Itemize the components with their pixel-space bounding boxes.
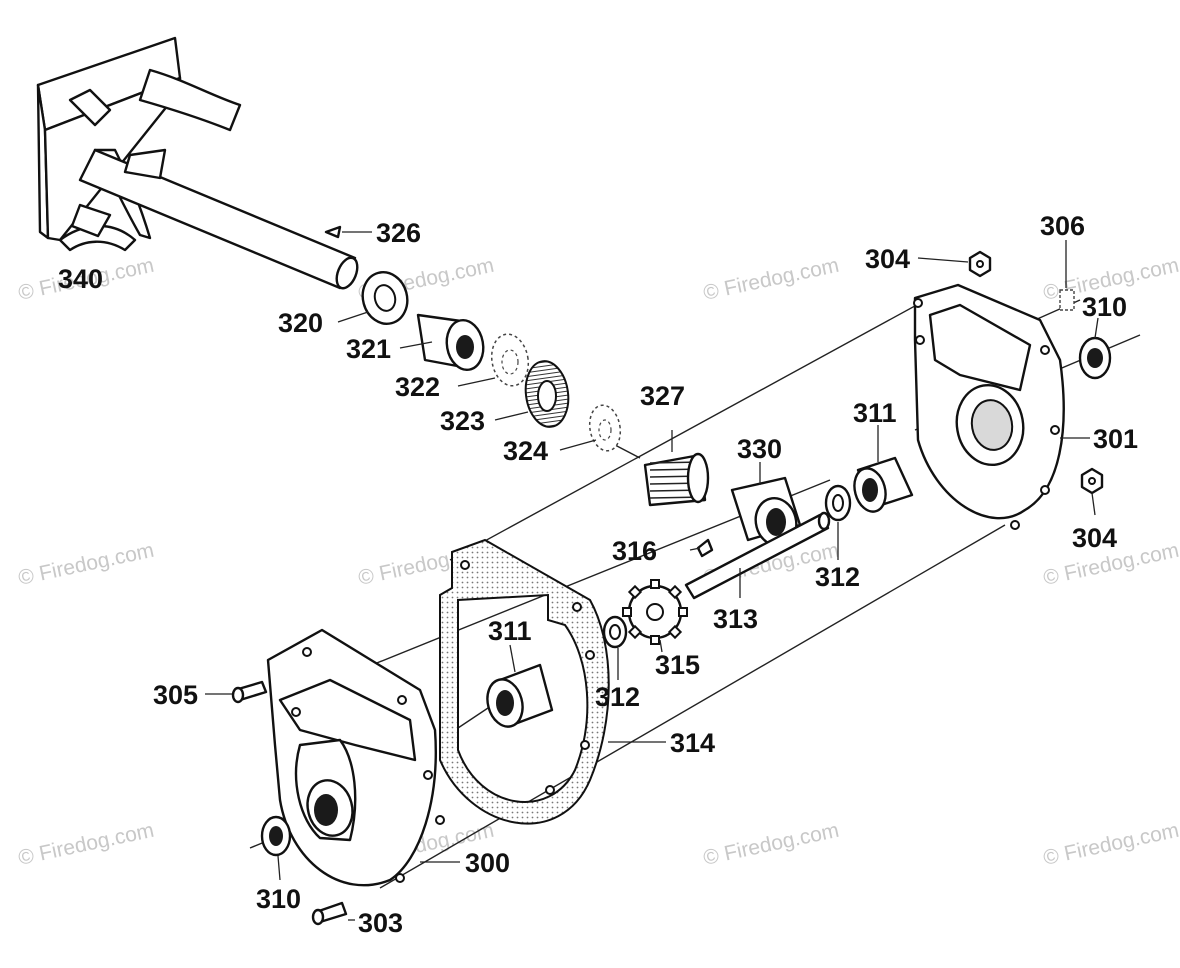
key-316	[696, 538, 714, 558]
watermark: © Firedog.com	[701, 819, 841, 870]
washer-312-right	[824, 484, 852, 522]
watermark: © Firedog.com	[16, 819, 156, 870]
seal-310-left	[260, 815, 292, 857]
leader-lines	[205, 231, 1099, 921]
callout-303: 303	[358, 908, 403, 938]
callout-305: 305	[153, 680, 198, 710]
callout-311-right: 311	[853, 398, 897, 428]
callout-300: 300	[465, 848, 510, 878]
callout-310-left: 310	[256, 884, 301, 914]
callout-304-bottom: 304	[1072, 523, 1117, 553]
callout-304-top: 304	[865, 244, 910, 274]
callout-327: 327	[640, 381, 685, 411]
callout-306: 306	[1040, 211, 1085, 241]
watermark: © Firedog.com	[701, 254, 841, 305]
bearing-323	[524, 360, 570, 428]
callout-340: 340	[58, 264, 103, 294]
callout-324: 324	[503, 436, 548, 466]
washer-322	[490, 333, 530, 387]
washer-312-left	[602, 615, 628, 649]
nut-304-top	[968, 250, 992, 278]
gasket-314	[439, 538, 610, 825]
pin-326	[324, 225, 342, 239]
watermark: © Firedog.com	[16, 539, 156, 590]
washer-320	[361, 271, 409, 325]
bolt-306	[1059, 289, 1075, 311]
callout-326: 326	[376, 218, 421, 248]
callout-310-right: 310	[1082, 292, 1127, 322]
screw-305	[231, 680, 268, 704]
gear-housing-301	[913, 283, 1065, 530]
nut-304-bottom	[1080, 467, 1104, 495]
callout-313: 313	[713, 604, 758, 634]
callout-323: 323	[440, 406, 485, 436]
callout-321: 321	[346, 334, 391, 364]
shaft-313	[684, 511, 831, 600]
callout-312-left: 312	[595, 682, 640, 712]
gear-housing-300	[266, 628, 445, 887]
worm-gear-327	[643, 452, 710, 507]
screw-303	[311, 901, 348, 926]
callout-315: 315	[655, 650, 700, 680]
watermark: © Firedog.com	[1041, 819, 1180, 870]
callout-322: 322	[395, 372, 440, 402]
bushing-321	[416, 313, 485, 372]
callout-311-left: 311	[488, 616, 532, 646]
callout-312-right: 312	[815, 562, 860, 592]
callout-316: 316	[612, 536, 657, 566]
callout-330: 330	[737, 434, 782, 464]
callout-labels: 326 340 320 321 322 323 324 327 330 316 …	[58, 211, 1138, 938]
auger-assembly	[36, 36, 359, 290]
seal-310-right	[1078, 336, 1112, 380]
washer-324	[588, 404, 622, 452]
callout-301: 301	[1093, 424, 1138, 454]
bushing-311-left	[486, 663, 554, 728]
callout-314: 314	[670, 728, 715, 758]
callout-320: 320	[278, 308, 323, 338]
bushing-311-right	[853, 456, 914, 513]
gear-315	[622, 579, 688, 645]
